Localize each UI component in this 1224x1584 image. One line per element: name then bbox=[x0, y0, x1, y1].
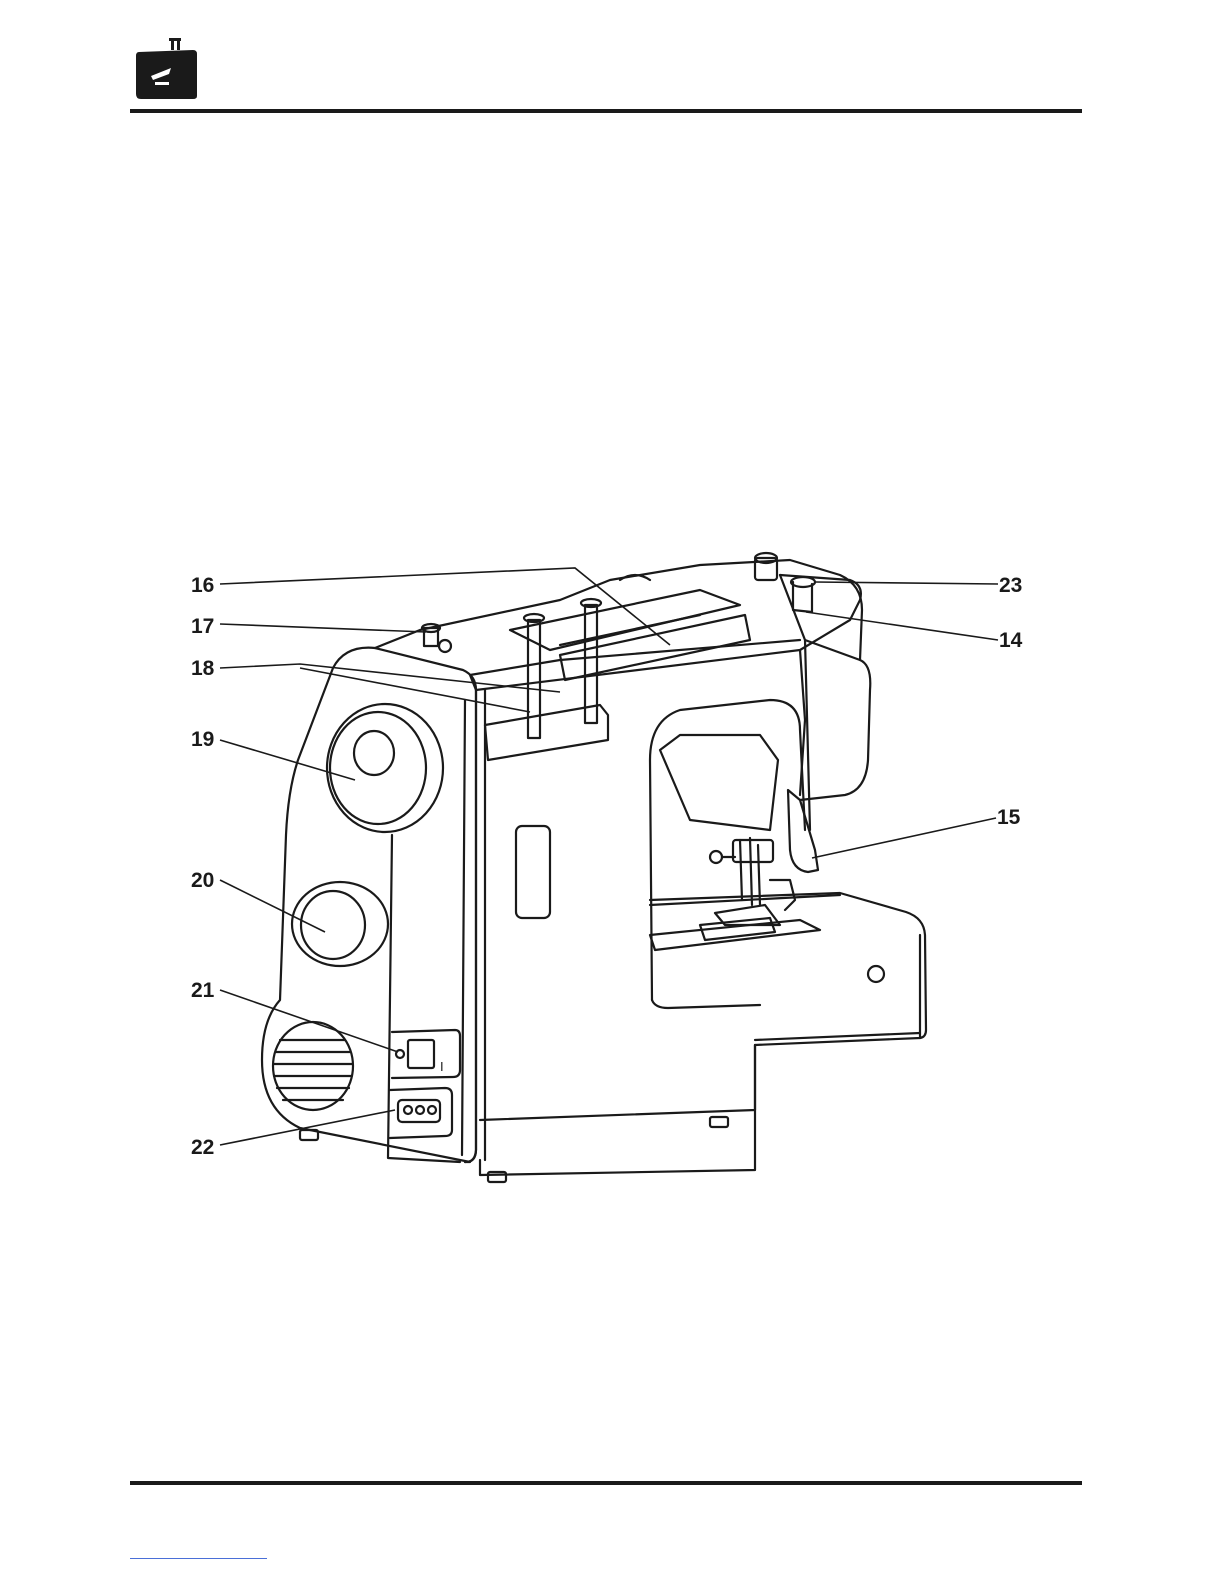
callout-20: 20 bbox=[191, 870, 214, 891]
callout-18: 18 bbox=[191, 658, 214, 679]
callout-21: 21 bbox=[191, 980, 214, 1001]
callout-19: 19 bbox=[191, 729, 214, 750]
footer-rule bbox=[130, 1481, 1082, 1485]
callout-15: 15 bbox=[997, 807, 1020, 828]
callout-14: 14 bbox=[999, 630, 1022, 651]
switch-on-mark: I bbox=[440, 1060, 444, 1073]
leader-lines bbox=[220, 568, 998, 1145]
callout-23: 23 bbox=[999, 575, 1022, 596]
footer-link-underline[interactable] bbox=[130, 1558, 267, 1559]
callout-16: 16 bbox=[191, 575, 214, 596]
callout-22: 22 bbox=[191, 1137, 214, 1158]
callout-17: 17 bbox=[191, 616, 214, 637]
